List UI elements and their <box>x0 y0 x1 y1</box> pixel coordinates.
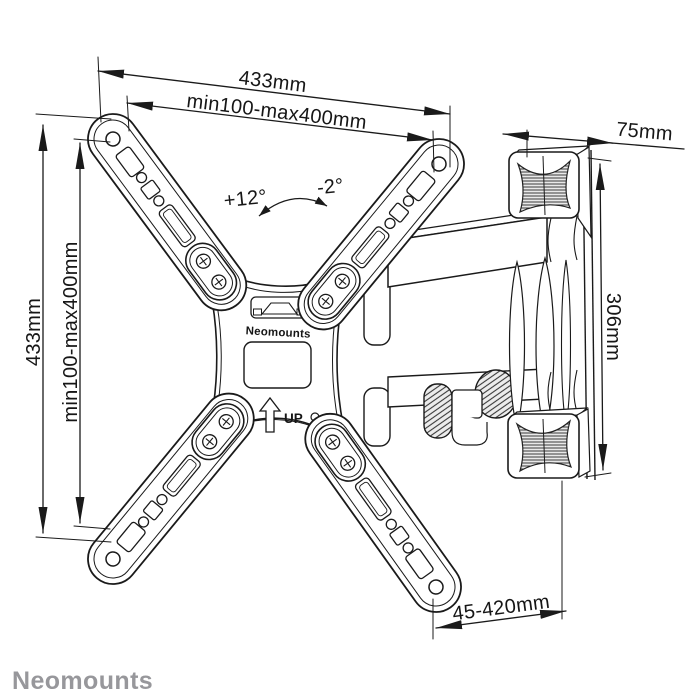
arm-lower-assembly <box>387 368 546 446</box>
tilt-range-indicator: +12° -2° <box>223 175 345 217</box>
brand-logo: Neomounts <box>12 667 153 695</box>
dimension-label-top-vesa: min100-max400mm <box>185 90 368 134</box>
dimension-top-vesa: min100-max400mm <box>126 90 434 142</box>
plate-window <box>243 341 312 389</box>
wall-bracket-bottom-cap <box>507 407 591 479</box>
dimension-label-extension: 45-420mm <box>451 591 551 626</box>
dimension-left-vesa: min100-max400mm <box>60 142 85 524</box>
dimension-label-depth: 75mm <box>615 119 673 146</box>
dimension-label-bracket-height: 306mm <box>602 293 624 361</box>
up-arrow-icon <box>258 396 282 433</box>
wall-bracket <box>507 145 596 481</box>
tilt-down-label: -2° <box>316 175 345 200</box>
dimension-depth: 75mm <box>502 119 685 150</box>
wall-bracket-links <box>508 255 572 435</box>
dimension-label-left-height: 433mm <box>23 298 45 366</box>
dimension-label-left-vesa: min100-max400mm <box>60 241 82 422</box>
vesa-arm-bottom-left <box>76 382 265 596</box>
tilt-up-label: +12° <box>223 186 268 212</box>
arm-hook <box>451 412 488 446</box>
plate-brand: Neomounts <box>245 325 311 340</box>
arm-lower-tab <box>363 387 391 447</box>
dimension-left-height: 433mm <box>23 124 48 534</box>
arm-hinge-knob-left <box>423 383 453 439</box>
dimension-bracket-height: 306mm <box>595 163 624 471</box>
wall-bracket-top-cap <box>508 145 592 240</box>
dimension-label-top-width: 433mm <box>238 67 308 97</box>
vesa-arm-top-left <box>77 103 258 322</box>
up-label: UP <box>284 411 303 426</box>
